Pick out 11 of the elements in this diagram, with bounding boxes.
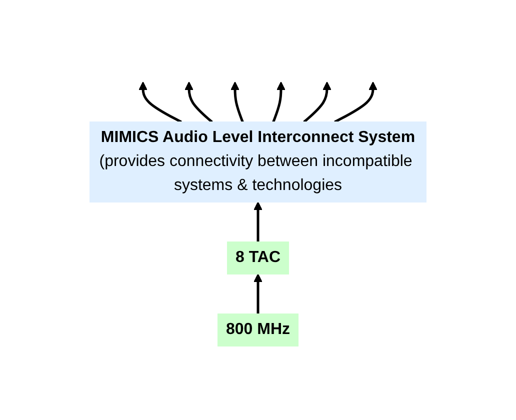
arrow	[230, 82, 244, 122]
arrow	[272, 82, 286, 122]
node-box: 8 TAC	[226, 242, 290, 274]
arrow	[184, 82, 213, 123]
arrow	[334, 82, 378, 124]
arrow	[303, 82, 332, 123]
arrow	[254, 202, 262, 242]
node-box: 800 MHz	[217, 314, 299, 346]
arrow	[254, 274, 262, 314]
arrow	[138, 82, 182, 124]
node-box: MIMICS Audio Level Interconnect System (provides connectivity between incompatible systems & technologies	[90, 122, 426, 202]
